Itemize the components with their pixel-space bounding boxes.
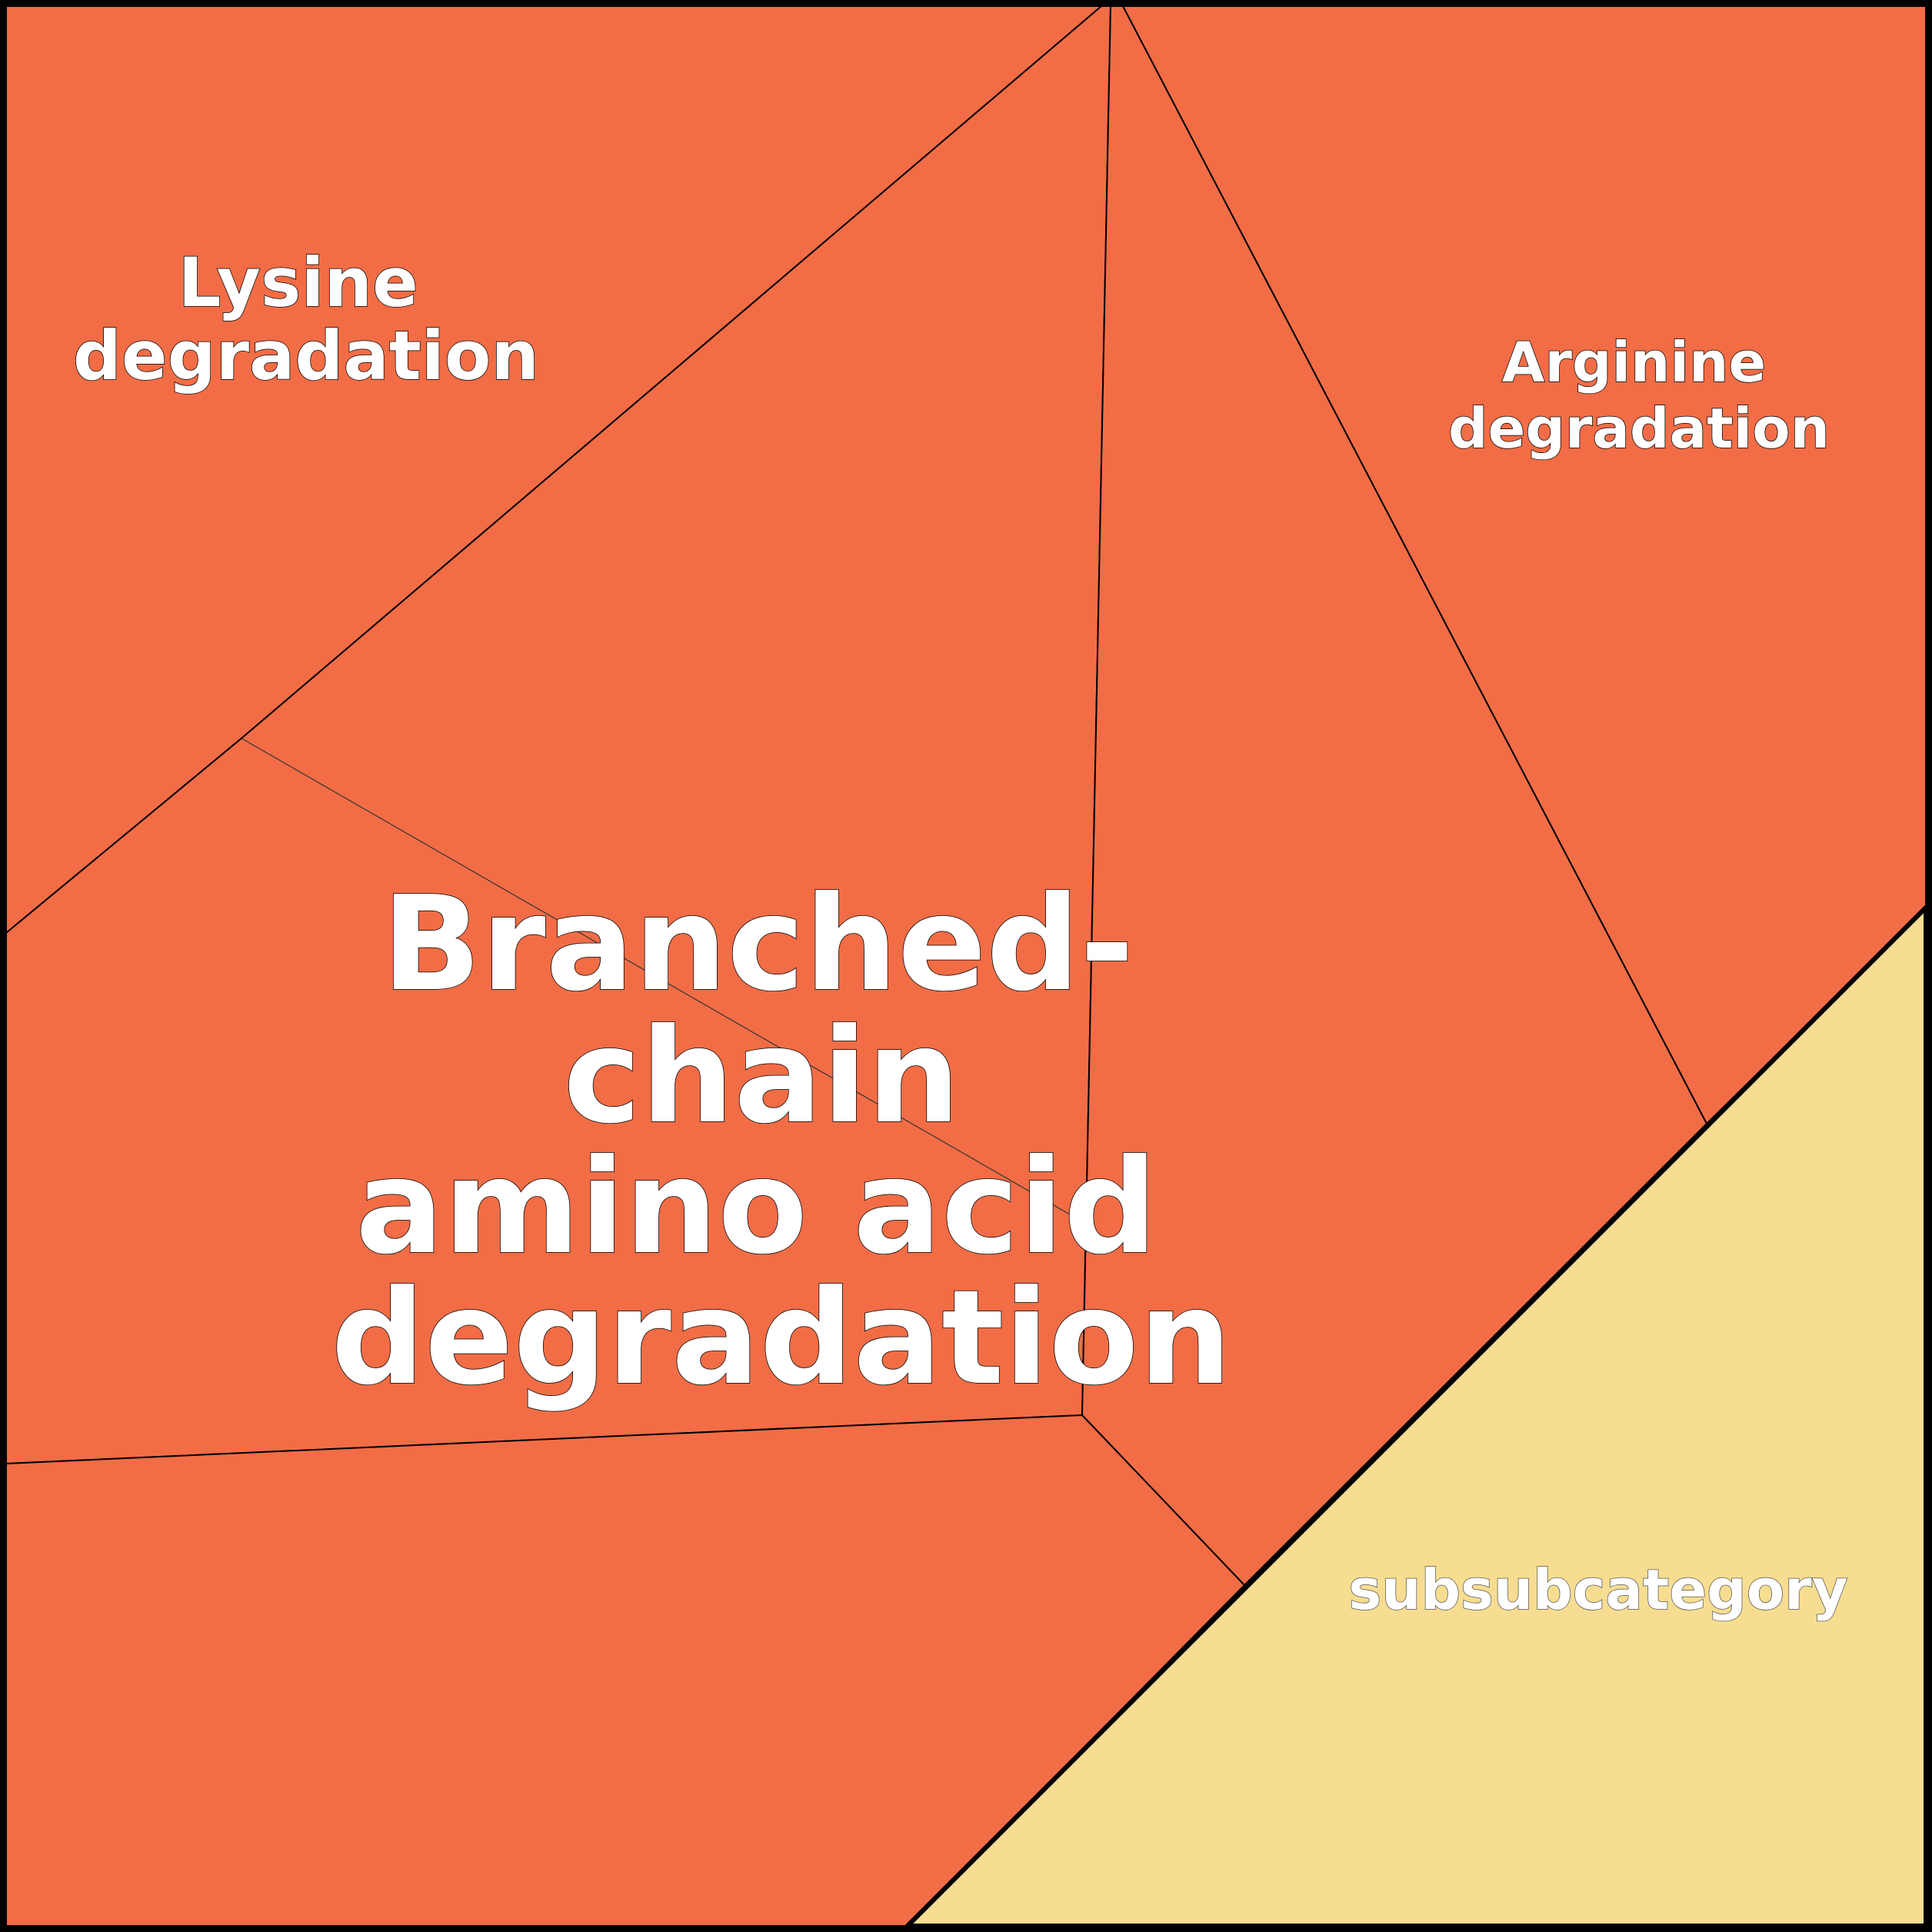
label-branched-line-3: amino acid <box>355 1131 1158 1284</box>
label-branched-chain-amino-acid-degradation: Branched- chain amino acid degradation <box>331 868 1232 1414</box>
label-lysine-degradation: Lysine degradation <box>73 243 539 395</box>
label-branched-line-1: Branched- <box>381 868 1134 1021</box>
internal-divider <box>241 738 1085 1224</box>
label-branched-line-4: degradation <box>331 1262 1232 1414</box>
label-lysine-line-1: Lysine <box>178 243 418 322</box>
category-boundary <box>905 905 1928 1928</box>
label-arginine-degradation: Arginine degradation <box>1448 330 1830 461</box>
label-subsubcategory-line-1: subsubcategory <box>1348 1557 1847 1622</box>
label-lysine-line-2: degradation <box>73 316 539 395</box>
label-arginine-line-1: Arginine <box>1502 330 1766 395</box>
label-subsubcategory: subsubcategory <box>1348 1557 1847 1622</box>
label-branched-line-2: chain <box>564 1001 961 1153</box>
label-arginine-line-2: degradation <box>1448 396 1830 461</box>
